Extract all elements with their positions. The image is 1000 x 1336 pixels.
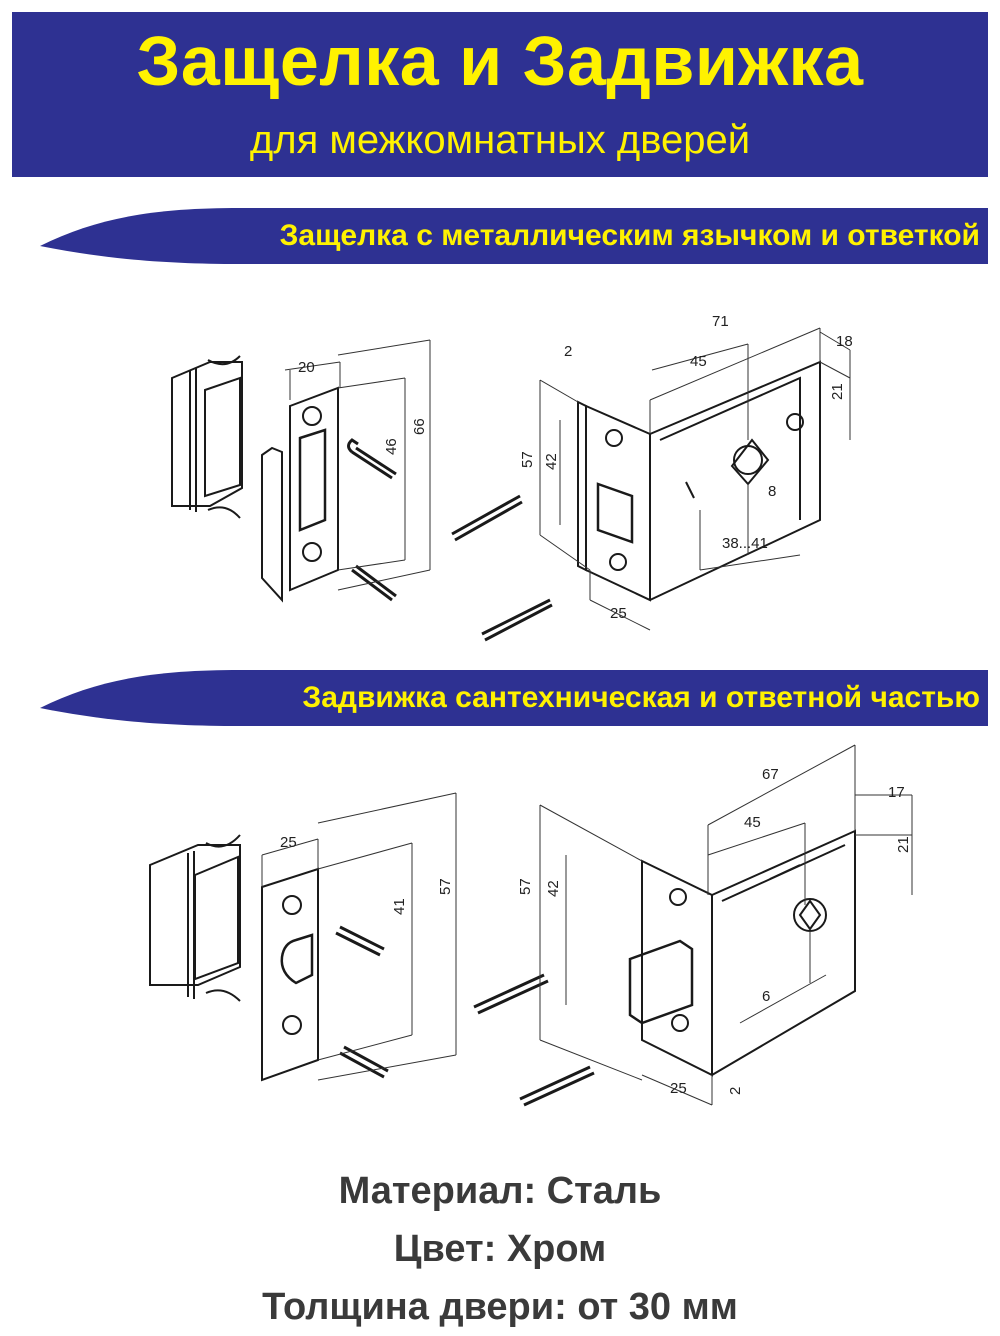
dim-label: 2	[727, 1087, 744, 1095]
latch-technical-drawing: 20 46 66 2 57 42 25 71 45 18 21 8 38...4…	[171, 313, 853, 642]
dim-label: 25	[670, 1080, 687, 1097]
screw-drawing	[481, 598, 553, 642]
latch-faceplate-drawing	[628, 859, 713, 1077]
dim-label: 46	[383, 438, 400, 455]
specifications: Материал: Сталь Цвет: Хром Толщина двери…	[0, 1162, 1000, 1336]
dim-label: 42	[545, 880, 562, 897]
screw-drawing	[451, 494, 523, 542]
dimension-labels: 25 41 57 57 42 25 2 67 45 17 21 6	[280, 766, 912, 1097]
spec-door-thickness: Толщина двери: от 30 мм	[262, 1286, 738, 1328]
dim-label: 71	[712, 313, 729, 330]
dim-label: 21	[895, 836, 912, 853]
strike-box-drawing	[149, 834, 241, 1002]
dim-label: 45	[744, 814, 761, 831]
dim-label: 67	[762, 766, 779, 783]
dim-label: 6	[762, 988, 770, 1005]
bolt-technical-drawing: 25 41 57 57 42 25 2 67 45 17 21 6	[149, 744, 913, 1107]
screw-drawing	[347, 438, 397, 480]
dim-label: 17	[888, 784, 905, 801]
dim-label: 57	[437, 878, 454, 895]
dim-label: 38...41	[722, 535, 768, 552]
page-subtitle: для межкомнатных дверей	[249, 118, 751, 162]
spec-material: Материал: Сталь	[338, 1170, 662, 1212]
screw-drawing	[339, 1045, 389, 1079]
screw-drawing	[519, 1065, 595, 1107]
dim-label: 42	[543, 453, 560, 470]
strike-plate-drawing	[261, 386, 339, 603]
screw-drawing	[351, 564, 397, 602]
dimension-labels: 20 46 66 2 57 42 25 71 45 18 21 8 38...4…	[298, 313, 853, 622]
dim-label: 66	[411, 418, 428, 435]
dim-label: 2	[564, 343, 572, 360]
screw-drawing	[335, 925, 385, 957]
spec-color: Цвет: Хром	[393, 1228, 607, 1270]
strike-plate-drawing	[261, 867, 319, 1082]
section-heading: Задвижка сантехническая и ответной часть…	[302, 681, 980, 714]
section-banner-bolt: Задвижка сантехническая и ответной часть…	[40, 670, 988, 726]
section-heading: Защелка с металлическим язычком и ответк…	[279, 219, 980, 252]
dim-label: 25	[280, 834, 297, 851]
screw-drawing	[473, 973, 549, 1015]
dim-label: 57	[517, 878, 534, 895]
dim-label: 25	[610, 605, 627, 622]
dim-label: 57	[519, 451, 536, 468]
dim-label: 8	[768, 483, 776, 500]
latch-body-drawing	[649, 360, 821, 601]
dim-label: 20	[298, 359, 315, 376]
dim-label: 41	[391, 898, 408, 915]
dim-label: 45	[690, 353, 707, 370]
page-title: Защелка и Задвижка	[136, 22, 864, 100]
header-banner: Защелка и Задвижка для межкомнатных двер…	[12, 12, 988, 177]
section-banner-latch: Защелка с металлическим язычком и ответк…	[40, 208, 988, 264]
dim-label: 21	[829, 383, 846, 400]
latch-faceplate-drawing	[577, 400, 651, 602]
dim-label: 18	[836, 333, 853, 350]
latch-body-drawing	[711, 829, 856, 1076]
strike-box-drawing	[171, 355, 243, 519]
